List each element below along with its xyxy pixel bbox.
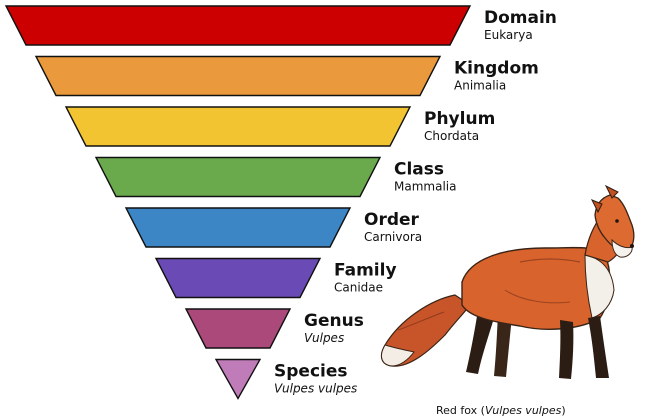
rank-band-order [124,207,352,248]
rank-band-genus [184,308,292,349]
rank-name-species: Species [274,362,348,382]
rank-value-species: Vulpes vulpes [274,382,357,396]
taxonomy-pyramid: DomainEukaryaKingdomAnimaliaPhylumChorda… [4,5,557,400]
rank-value-domain: Eukarya [484,28,533,42]
rank-value-phylum: Chordata [424,129,479,143]
rank-name-phylum: Phylum [424,109,495,129]
rank-name-genus: Genus [304,311,364,331]
rank-name-kingdom: Kingdom [454,59,539,79]
rank-value-kingdom: Animalia [454,79,506,93]
rank-name-class: Class [394,160,444,180]
rank-name-domain: Domain [484,8,557,28]
rank-value-family: Canidae [334,281,383,295]
rank-band-phylum [64,106,412,147]
rank-band-class [94,156,382,198]
rank-value-class: Mammalia [394,180,456,194]
rank-name-order: Order [364,210,420,230]
rank-band-domain [4,5,472,46]
rank-value-order: Carnivora [364,230,422,244]
rank-value-genus: Vulpes [304,331,344,345]
red-fox-illustration [380,184,635,379]
rank-band-family [154,257,322,299]
rank-band-species [214,358,262,400]
rank-name-family: Family [334,261,397,281]
rank-band-kingdom [34,55,442,97]
fox-caption: Red fox (Vulpes vulpes) [436,404,566,417]
